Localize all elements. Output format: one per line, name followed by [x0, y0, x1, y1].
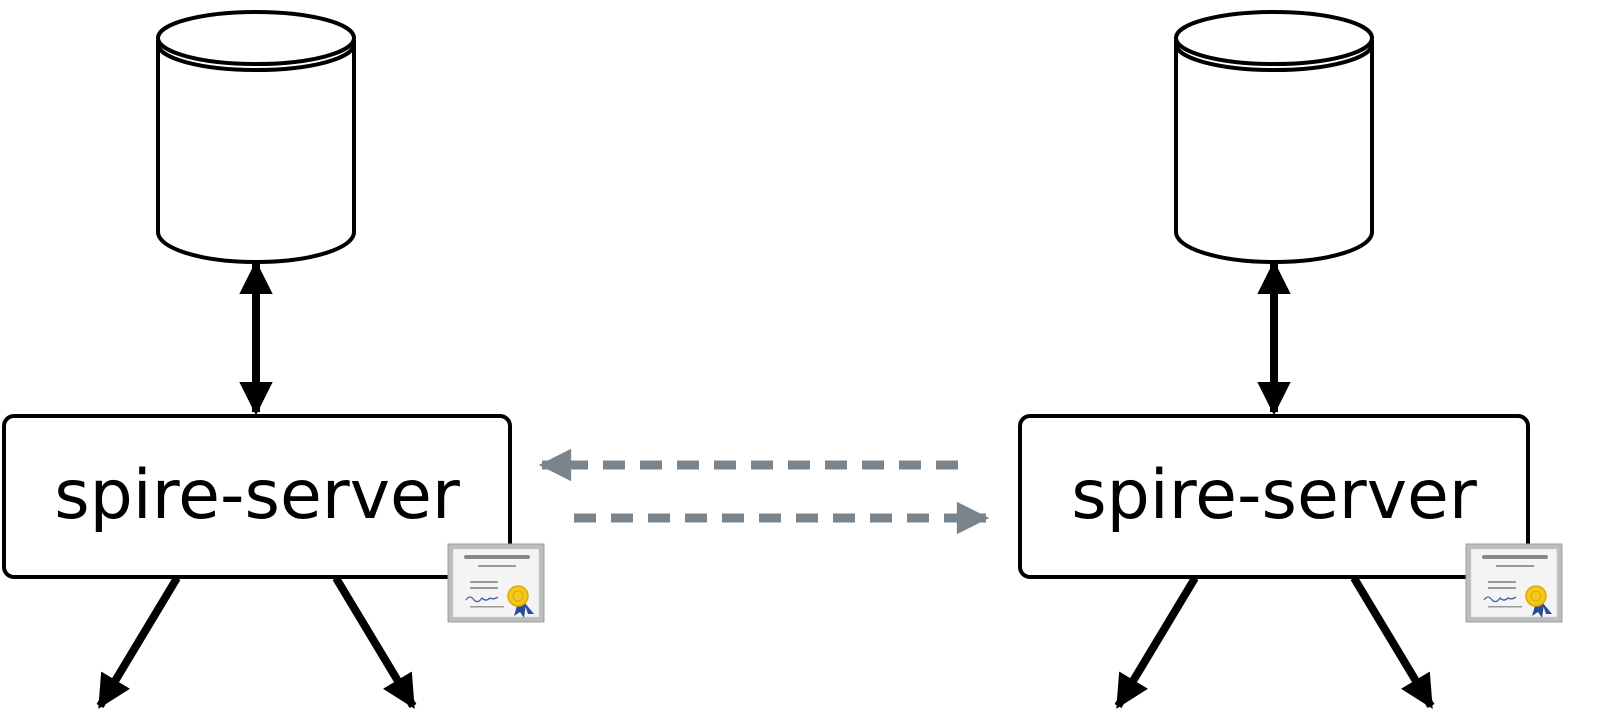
downstream-arrow	[96, 575, 181, 709]
certificate-icon	[1465, 543, 1563, 623]
node-label: spire-server	[1071, 456, 1477, 535]
certificate-icon	[447, 543, 545, 623]
datastore-cylinder-right	[1174, 10, 1374, 264]
node-label: spire-server	[54, 456, 460, 535]
spire-server-node-left: spire-server	[2, 414, 512, 579]
datastore-cylinder-left	[156, 10, 356, 264]
downstream-arrow	[332, 575, 417, 709]
downstream-arrow	[1350, 575, 1435, 709]
downstream-arrow	[1114, 575, 1199, 709]
spire-server-node-right: spire-server	[1018, 414, 1530, 579]
